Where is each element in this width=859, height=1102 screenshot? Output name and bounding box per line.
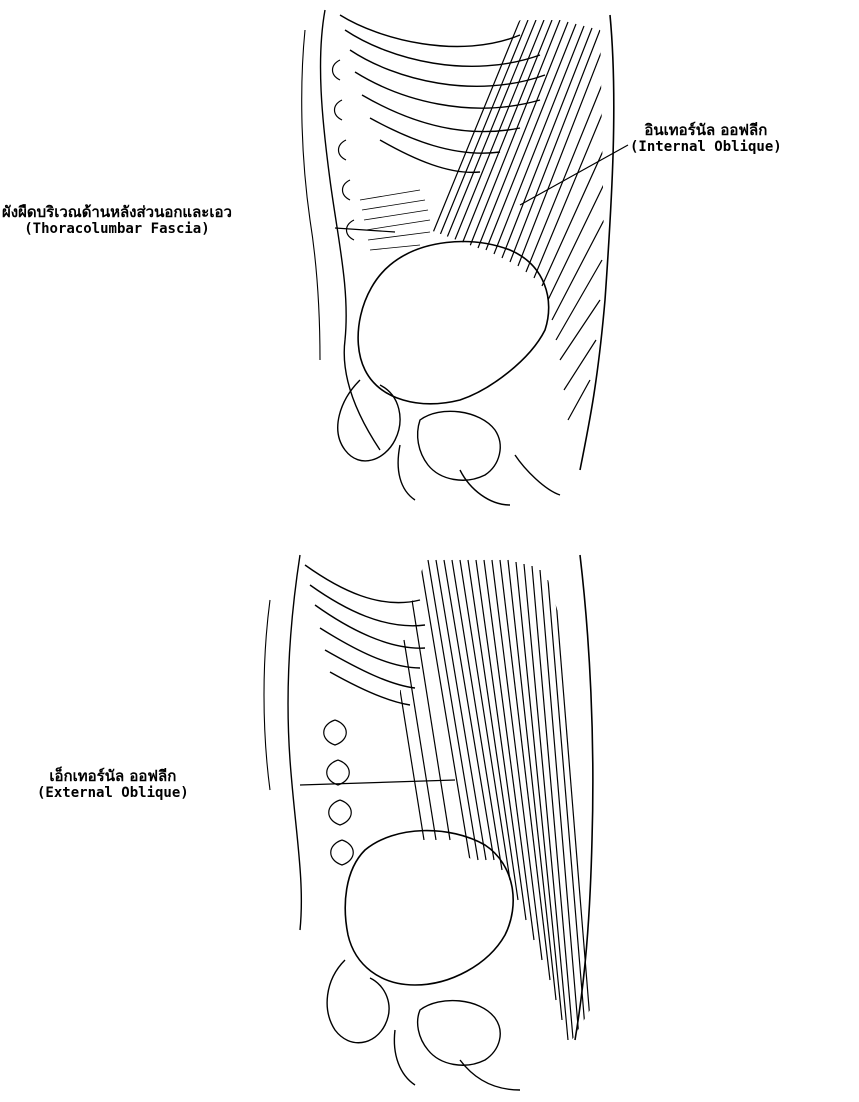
leader-external-oblique (300, 780, 455, 785)
iliac-crest-bottom (345, 831, 513, 985)
external-oblique-english: (External Oblique) (37, 785, 189, 801)
back-contour-bottom (288, 555, 301, 930)
internal-oblique-thai: อินเทอร์นัล ออฟลีก (630, 122, 782, 139)
bottom-panel-drawing (264, 555, 593, 1090)
external-oblique-muscle (400, 560, 590, 1050)
front-contour-top (580, 15, 614, 470)
internal-oblique-muscle (430, 20, 608, 420)
thoracolumbar-fascia-thai: ผังผืดบริเวณด้านหลังส่วนอกและเอว (2, 204, 232, 221)
vertebrae-top (333, 60, 355, 240)
leader-thoracolumbar-fascia (335, 228, 395, 232)
internal-oblique-english: (Internal Oblique) (630, 139, 782, 155)
iliac-crest-top (358, 242, 549, 404)
external-oblique-thai: เอ็กเทอร์นัล ออฟลีก (37, 768, 189, 785)
ribs-bottom (305, 565, 425, 705)
front-contour-bottom (575, 555, 593, 1040)
label-external-oblique: เอ็กเทอร์นัล ออฟลีก (External Oblique) (37, 768, 189, 801)
thoracolumbar-fascia-english: (Thoracolumbar Fascia) (2, 221, 232, 237)
vertebrae-bottom (324, 720, 354, 865)
label-thoracolumbar-fascia: ผังผืดบริเวณด้านหลังส่วนอกและเอว (Thorac… (2, 204, 232, 237)
top-panel-drawing (302, 10, 614, 505)
label-internal-oblique: อินเทอร์นัล ออฟลีก (Internal Oblique) (630, 122, 782, 155)
thoracolumbar-fascia (360, 190, 430, 250)
